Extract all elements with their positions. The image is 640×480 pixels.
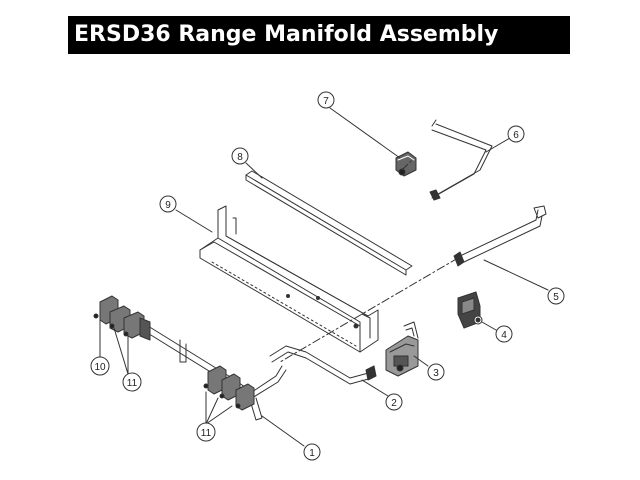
svg-text:1: 1: [309, 448, 315, 459]
part-7-small-valve: [395, 151, 417, 177]
callout-2: 2: [385, 393, 403, 411]
page-title: ERSD36 Range Manifold Assembly: [68, 16, 570, 54]
part-4-regulator: [457, 291, 483, 329]
callouts: 1 2 3 4 5 6 7 8: [90, 91, 565, 461]
part-3-valve: [385, 321, 419, 377]
callout-11-left: 11: [122, 372, 142, 392]
alignment-lines: [279, 159, 459, 363]
callout-5: 5: [547, 287, 565, 305]
callout-3: 3: [427, 363, 445, 381]
part-10-11-valve-group-left: [93, 295, 151, 341]
svg-text:6: 6: [513, 130, 519, 141]
part-9-manifold-bracket: [199, 205, 379, 353]
part-6-bent-tube: [429, 119, 493, 201]
svg-text:5: 5: [553, 292, 559, 303]
callout-6: 6: [507, 125, 525, 143]
callout-10: 10: [90, 356, 110, 376]
leader-lines: [99, 107, 549, 447]
svg-text:11: 11: [127, 378, 138, 389]
callout-4: 4: [495, 325, 513, 343]
svg-text:9: 9: [165, 200, 171, 211]
callout-1: 1: [303, 443, 321, 461]
part-5-long-tube: [453, 205, 547, 267]
svg-text:2: 2: [391, 398, 397, 409]
svg-text:10: 10: [94, 362, 106, 373]
part-11-valve-group-right: [203, 365, 255, 411]
callout-8: 8: [231, 147, 249, 165]
svg-text:4: 4: [501, 330, 507, 341]
callout-11-right: 11: [196, 422, 216, 442]
svg-text:11: 11: [201, 428, 212, 439]
svg-text:8: 8: [237, 152, 243, 163]
callout-7: 7: [317, 91, 335, 109]
svg-text:3: 3: [433, 368, 439, 379]
svg-text:7: 7: [323, 96, 329, 107]
callout-9: 9: [159, 195, 177, 213]
part-8-panel: [245, 170, 413, 276]
part-2-gas-tube: [269, 345, 377, 385]
